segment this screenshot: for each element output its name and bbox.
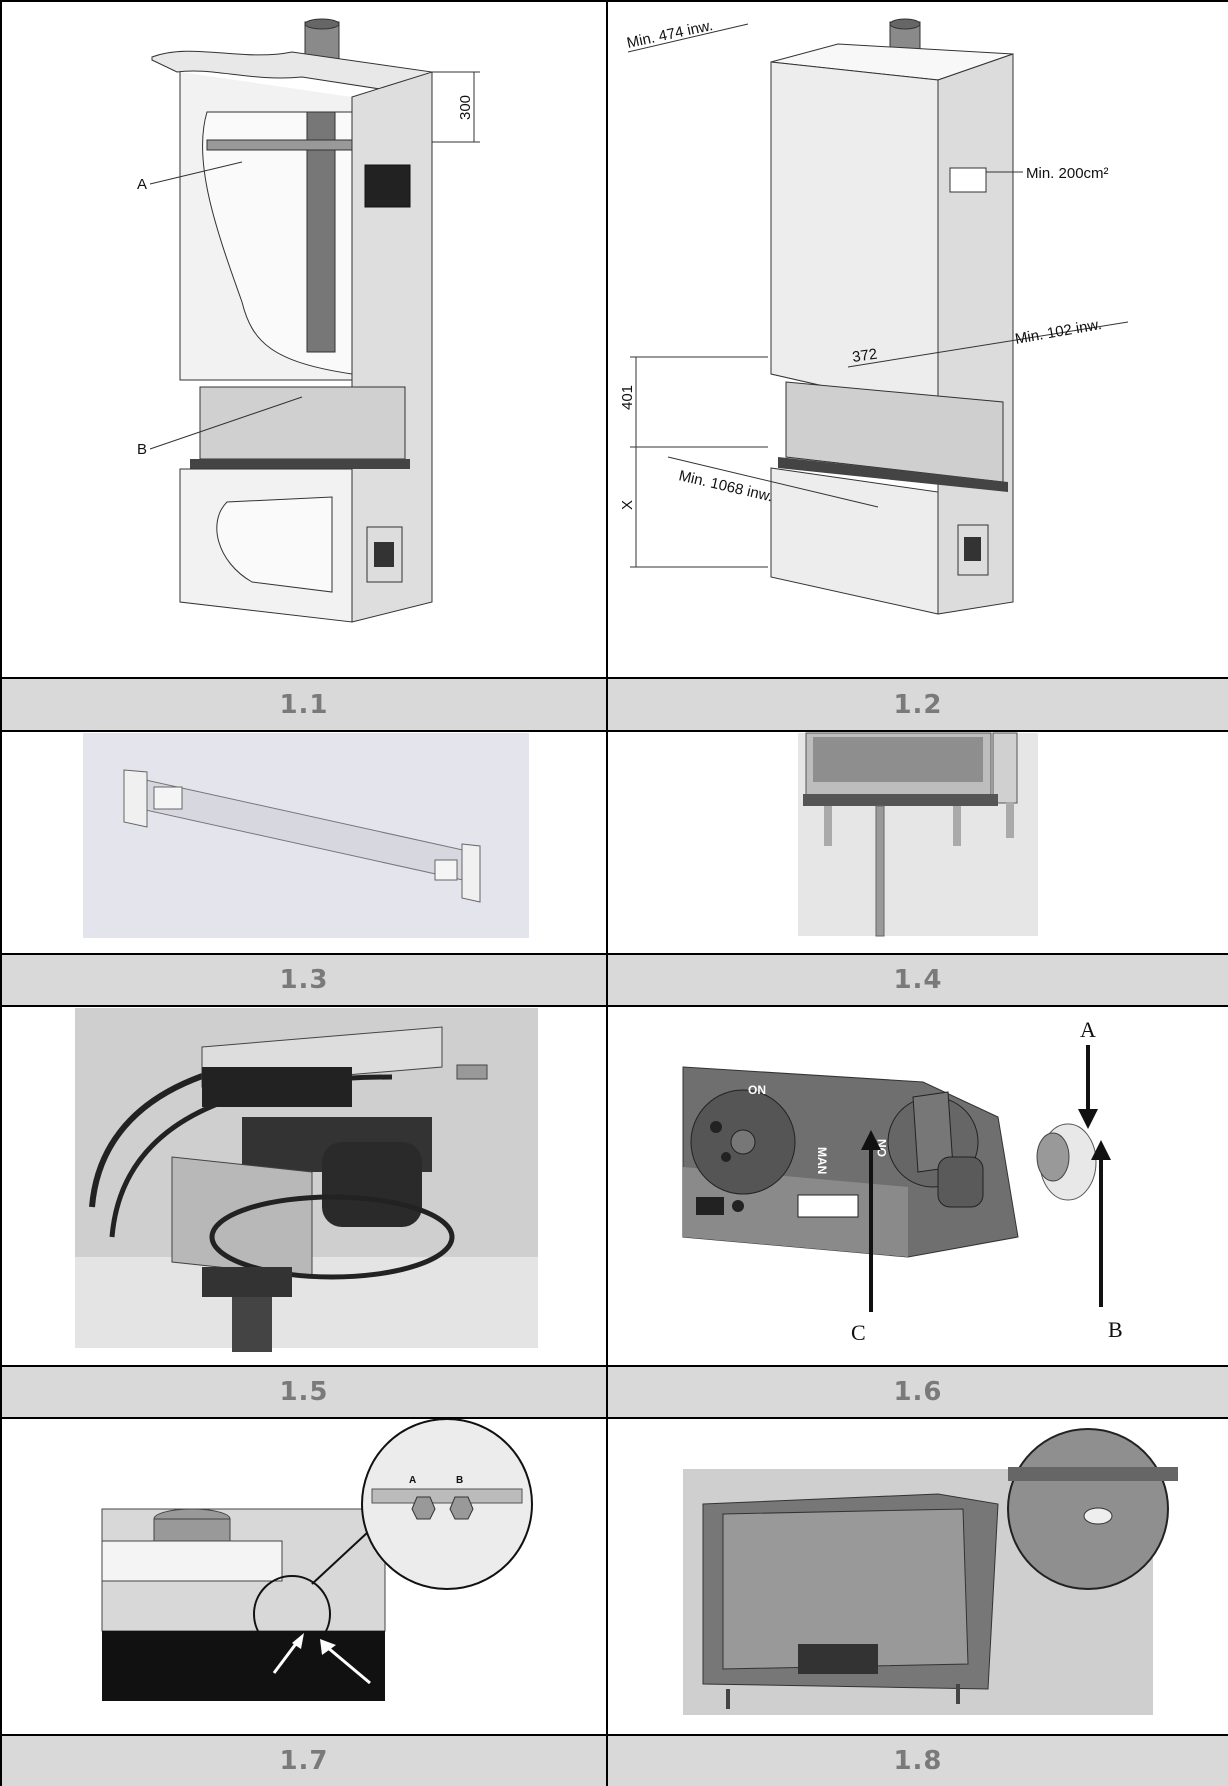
grid-line-middle: [606, 0, 608, 1786]
caption-1-8: 1.8: [608, 1736, 1228, 1786]
grid-line-top: [0, 0, 1228, 2]
figure-1-7: A B: [2, 1419, 606, 1735]
on-label-left: ON: [748, 1083, 766, 1097]
burner-unit-photo: [75, 1008, 538, 1352]
fireplace-dimensions-diagram: Min. 200cm² Min. 474 inw. 401 X Min. 106…: [619, 17, 1129, 615]
label-x: X: [619, 500, 636, 510]
figure-1-5: [2, 1007, 606, 1366]
grid-line-left: [0, 0, 2, 1786]
caption-1-7: 1.7: [2, 1736, 606, 1786]
figure-1-8: [608, 1419, 1228, 1735]
label-372: 372: [851, 346, 878, 366]
label-401: 401: [619, 385, 636, 410]
burner-connection-detail: A B: [101, 1419, 533, 1701]
label-b: B: [137, 441, 147, 458]
grid-line-r3a: [0, 1365, 1228, 1367]
figure-1-1: 300 A B: [2, 2, 606, 678]
man-label: MAN: [815, 1147, 829, 1174]
label-min-1068: Min. 1068 inw.: [677, 467, 774, 505]
grid-line-r2a: [0, 953, 1228, 955]
label-a: A: [1080, 1017, 1096, 1042]
grid-line-r2b: [0, 1005, 1228, 1007]
figure-1-2: Min. 200cm² Min. 474 inw. 401 X Min. 106…: [608, 2, 1228, 678]
label-a: A: [409, 1475, 416, 1486]
label-b: B: [456, 1475, 463, 1486]
caption-1-3: 1.3: [2, 955, 606, 1005]
mounting-bracket-image: [83, 733, 529, 938]
grid-line-r1a: [0, 677, 1228, 679]
caption-1-6: 1.6: [608, 1367, 1228, 1417]
label-b: B: [1108, 1317, 1123, 1342]
grid-line-r3b: [0, 1417, 1228, 1419]
caption-1-2: 1.2: [608, 679, 1228, 730]
gas-control-valve-diagram: ON MAN ON A B C: [682, 1017, 1123, 1345]
dim-300: 300: [457, 95, 474, 120]
grid-line-r4a: [0, 1734, 1228, 1736]
caption-1-1: 1.1: [2, 679, 606, 730]
label-min-102: Min. 102 inw.: [1014, 316, 1103, 348]
grid-line-r1b: [0, 730, 1228, 732]
label-min-200cm2: Min. 200cm²: [1026, 165, 1109, 182]
caption-1-5: 1.5: [2, 1367, 606, 1417]
label-c: C: [851, 1320, 866, 1345]
fireplace-cutaway-diagram: 300 A B: [137, 18, 480, 623]
figure-1-4: [608, 732, 1228, 954]
label-min-474: Min. 474 inw.: [625, 17, 714, 52]
label-a: A: [137, 176, 147, 193]
figure-1-6: ON MAN ON A B C: [608, 1007, 1228, 1366]
figure-1-3: [2, 732, 606, 954]
caption-1-4: 1.4: [608, 955, 1228, 1005]
firebox-underside-render: [683, 1428, 1178, 1715]
on-label-right: ON: [875, 1139, 889, 1157]
leg-adjustment-image: [798, 732, 1038, 937]
